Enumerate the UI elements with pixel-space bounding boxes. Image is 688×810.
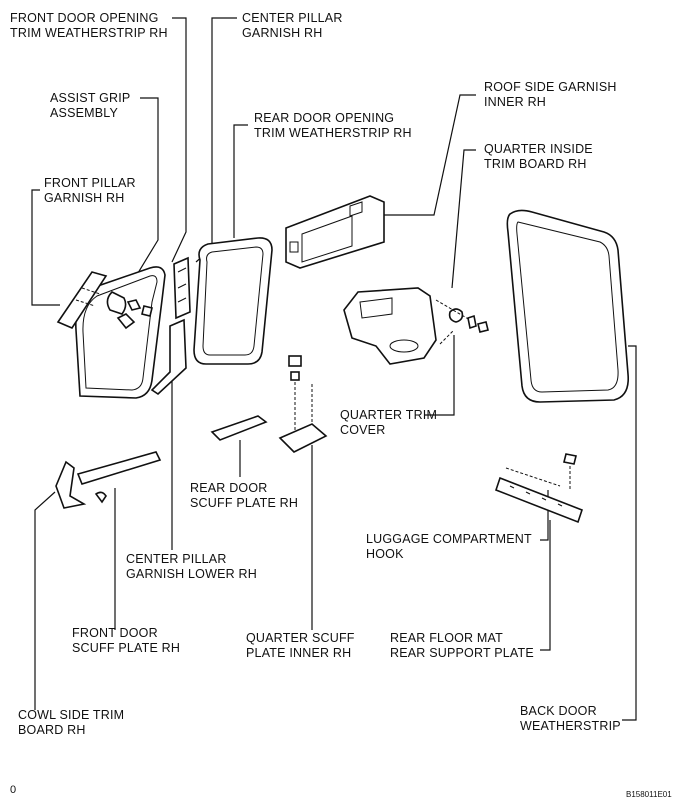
rear-door-weatherstrip-part <box>193 237 273 365</box>
label-line: ASSIST GRIP <box>50 91 131 105</box>
label-line: FRONT PILLAR <box>44 176 136 190</box>
label-line: CENTER PILLAR <box>242 11 343 25</box>
front-door-scuff-part <box>76 451 162 485</box>
quarter-inside-trim-part <box>343 287 437 365</box>
label-line: BACK DOOR <box>520 704 597 718</box>
center-pillar-lower-part <box>150 318 187 396</box>
label-rear-floor-mat: REAR FLOOR MAT REAR SUPPORT PLATE <box>390 631 534 661</box>
label-line: QUARTER TRIM <box>340 408 438 422</box>
label-line: TRIM BOARD RH <box>484 157 587 171</box>
back-door-weatherstrip-part <box>506 209 630 403</box>
label-line: REAR DOOR OPENING <box>254 111 395 125</box>
label-center-pillar-garnish: CENTER PILLAR GARNISH RH <box>242 11 343 41</box>
label-front-pillar-garnish: FRONT PILLAR GARNISH RH <box>44 176 136 206</box>
label-line: COVER <box>340 423 386 437</box>
label-line: GARNISH RH <box>242 26 323 40</box>
label-line: TRIM WEATHERSTRIP RH <box>254 126 412 140</box>
center-pillar-garnish-part <box>173 256 191 320</box>
quarter-trim-cover-part <box>435 299 489 345</box>
label-quarter-scuff-inner: QUARTER SCUFF PLATE INNER RH <box>246 631 355 661</box>
rear-door-scuff-part <box>210 415 268 441</box>
roof-side-garnish-part <box>285 195 385 269</box>
label-back-door-weatherstrip: BACK DOOR WEATHERSTRIP <box>520 704 621 734</box>
page-mark: 0 <box>10 784 17 796</box>
label-center-pillar-lower: CENTER PILLAR GARNISH LOWER RH <box>126 552 257 582</box>
label-roof-side-garnish: ROOF SIDE GARNISH INNER RH <box>484 80 617 110</box>
label-line: SCUFF PLATE RH <box>72 641 181 655</box>
label-line: BOARD RH <box>18 723 86 737</box>
label-line: FRONT DOOR OPENING <box>10 11 159 25</box>
front-pillar-garnish-part <box>56 271 108 329</box>
label-line: GARNISH LOWER RH <box>126 567 257 581</box>
label-line: ROOF SIDE GARNISH <box>484 80 617 94</box>
label-line: INNER RH <box>484 95 547 109</box>
label-cowl-side-trim: COWL SIDE TRIM BOARD RH <box>18 708 124 738</box>
label-line: GARNISH RH <box>44 191 125 205</box>
label-front-door-opening: FRONT DOOR OPENING TRIM WEATHERSTRIP RH <box>10 11 168 41</box>
label-line: PLATE INNER RH <box>246 646 352 660</box>
label-line: SCUFF PLATE RH <box>190 496 299 510</box>
leader-lines <box>31 17 637 721</box>
label-line: TRIM WEATHERSTRIP RH <box>10 26 168 40</box>
label-line: HOOK <box>366 547 404 561</box>
cowl-side-trim-part <box>55 460 107 509</box>
label-quarter-trim-cover: QUARTER TRIM COVER <box>340 408 437 438</box>
assist-grip-part <box>106 291 153 330</box>
label-line: REAR DOOR <box>190 481 268 495</box>
label-assist-grip: ASSIST GRIP ASSEMBLY <box>50 91 130 121</box>
rear-floor-mat-support-part <box>495 453 583 524</box>
label-line: FRONT DOOR <box>72 626 158 640</box>
label-line: WEATHERSTRIP <box>520 719 621 733</box>
label-line: COWL SIDE TRIM <box>18 708 125 722</box>
label-line: REAR FLOOR MAT <box>390 631 503 645</box>
label-line: QUARTER SCUFF <box>246 631 355 645</box>
label-line: QUARTER INSIDE <box>484 142 593 156</box>
label-rear-door-opening: REAR DOOR OPENING TRIM WEATHERSTRIP RH <box>254 111 412 141</box>
label-line: REAR SUPPORT PLATE <box>390 646 534 660</box>
label-line: CENTER PILLAR <box>126 552 227 566</box>
quarter-scuff-inner-part <box>278 355 328 453</box>
label-line: ASSEMBLY <box>50 106 119 120</box>
label-luggage-hook: LUGGAGE COMPARTMENT HOOK <box>366 532 532 562</box>
label-rear-door-scuff: REAR DOOR SCUFF PLATE RH <box>190 481 298 511</box>
label-quarter-inside-trim: QUARTER INSIDE TRIM BOARD RH <box>484 142 593 172</box>
label-line: LUGGAGE COMPARTMENT <box>366 532 532 546</box>
figure-code: B158011E01 <box>626 790 672 799</box>
label-front-door-scuff: FRONT DOOR SCUFF PLATE RH <box>72 626 180 656</box>
